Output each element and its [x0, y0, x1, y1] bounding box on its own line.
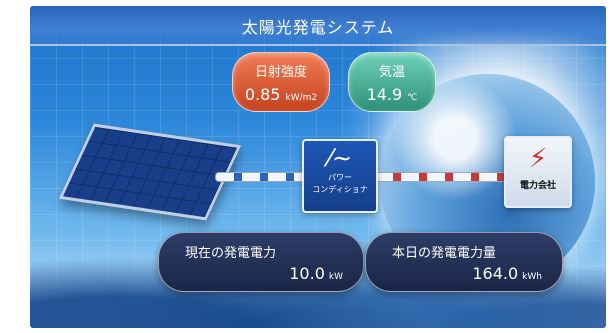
current-power-value: 10.0: [289, 264, 325, 283]
utility-company-icon: ⚡: [528, 144, 548, 174]
current-power-label: 現在の発電電力: [185, 246, 277, 261]
wire-panel-to-pcs: [215, 172, 307, 182]
temperature-value: 14.9: [366, 85, 403, 104]
temperature-badge: 気温 14.9 ℃: [348, 52, 436, 112]
temperature-unit: ℃: [407, 93, 418, 103]
irradiance-unit: kW/m2: [285, 93, 318, 103]
daily-energy-label: 本日の発電電力量: [392, 246, 497, 261]
irradiance-value-line: 0.85 kW/m2: [233, 85, 329, 104]
power-conditioner-icon: ⁄∼: [327, 144, 353, 172]
utility-company-box: ⚡ 電力会社: [504, 136, 572, 208]
irradiance-label: 日射強度: [254, 65, 307, 80]
temperature-label: 気温: [378, 65, 405, 80]
utility-company-label: 電力会社: [519, 181, 556, 191]
power-conditioner-box: ⁄∼ パワー コンディショナ: [302, 139, 378, 213]
solar-monitor-screen: 太陽光発電システム 日射強度 0.85 kW/m2 気温 14.9 ℃ ⁄∼ パ…: [30, 6, 606, 328]
current-power-unit: kW: [328, 272, 343, 282]
irradiance-badge: 日射強度 0.85 kW/m2: [232, 52, 330, 112]
power-conditioner-label-1: パワー: [328, 173, 352, 182]
temperature-value-line: 14.9 ℃: [349, 85, 435, 104]
daily-energy-value: 164.0: [472, 264, 519, 283]
title-bar: 太陽光発電システム: [30, 6, 606, 46]
irradiance-value: 0.85: [244, 85, 281, 104]
page-title: 太陽光発電システム: [241, 18, 395, 37]
power-conditioner-label-2: コンディショナ: [312, 185, 368, 194]
daily-energy-unit: kWh: [522, 272, 542, 282]
wire-pcs-to-utility: [374, 172, 508, 182]
